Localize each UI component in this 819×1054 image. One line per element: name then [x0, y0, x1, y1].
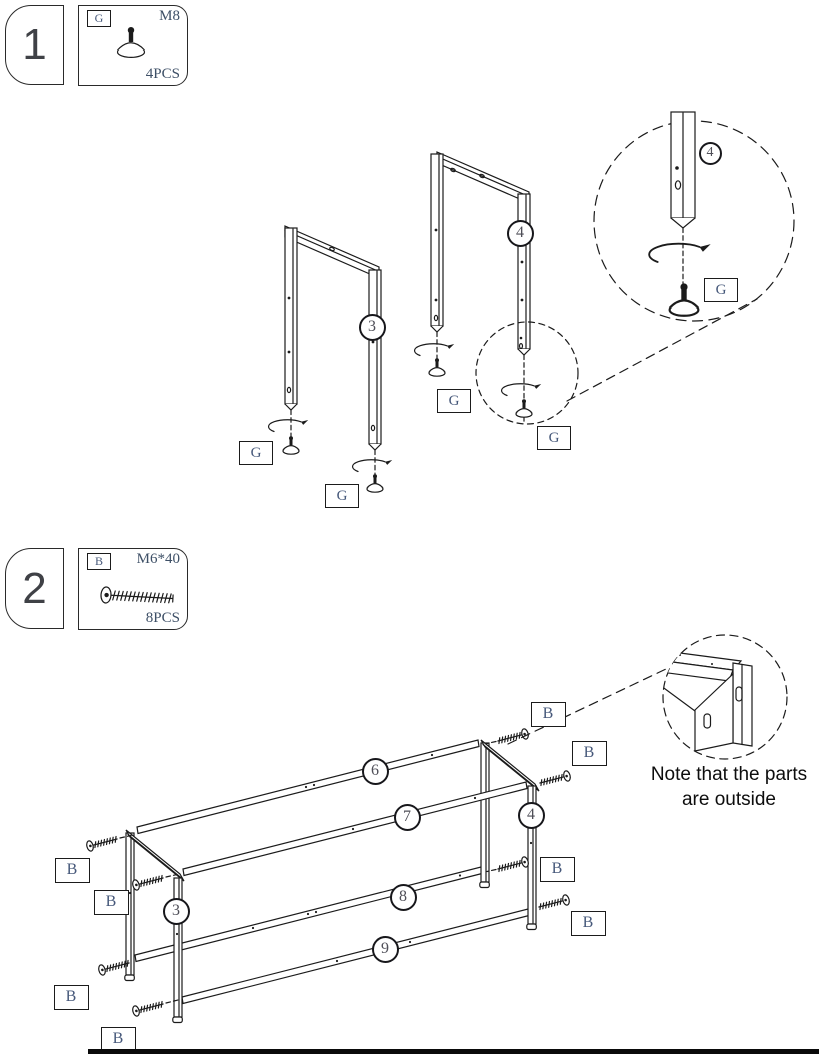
callout-rail-9-label: 9 [381, 940, 389, 957]
screw-label-b-6: B [571, 740, 607, 766]
callout-part-4-detail: 4 [698, 141, 722, 165]
hardware-tag-g: G [87, 10, 111, 27]
hardware-qty-4pcs: 4PCS [145, 66, 180, 82]
screw-label-b-1: B [54, 857, 90, 883]
zoom-source-circle [475, 321, 579, 425]
foot-label-g-1: G [239, 441, 273, 465]
leg-back-right [479, 742, 490, 889]
step-2-parts-box: B M6*40 8PCS [78, 548, 188, 630]
hardware-tag-g-label: G [94, 11, 104, 25]
screw-b-mid-right-1 [495, 855, 530, 875]
frame-assembly [124, 739, 540, 1024]
note-text-line2: are outside [681, 789, 776, 810]
foot-label-g-4: G [537, 426, 571, 450]
callout-part-4-step2-label: 4 [527, 806, 535, 823]
screw-label-b-8: B [570, 910, 606, 936]
callout-rail-6: 6 [361, 757, 389, 785]
hardware-qty-8pcs: 8PCS [145, 610, 180, 626]
foot-label-g-4-text: G [548, 429, 560, 446]
hardware-tag-b-label: B [94, 554, 103, 568]
screw-b-top-right-1 [495, 727, 530, 747]
foot-label-g-3-text: G [448, 392, 460, 409]
frame-part-3 [267, 225, 393, 493]
screw-label-b-8-text: B [582, 914, 594, 931]
screw-label-b-4-text: B [112, 1030, 124, 1047]
screw-label-b-3-text: B [65, 988, 77, 1005]
callout-part-3-step1: 3 [358, 313, 386, 341]
rail-9 [181, 908, 530, 1005]
hardware-tag-b: B [87, 553, 111, 570]
step-1-parts-box: G M8 4PCS [78, 5, 188, 86]
side-bar-left [125, 829, 185, 882]
callout-rail-6-label: 6 [371, 762, 379, 779]
foot-label-g-1-text: G [250, 444, 262, 461]
callout-rail-7-label: 7 [403, 808, 411, 825]
screw-label-b-2: B [93, 889, 129, 915]
callout-rail-9: 9 [371, 935, 399, 963]
page-divider-bar [88, 1049, 819, 1054]
screw-b-top-left-1 [85, 833, 120, 853]
step-1-number: 1 [22, 20, 47, 69]
callout-rail-7: 7 [393, 803, 421, 831]
screw-b-mid-right-2 [536, 893, 571, 913]
callout-part-4-step1: 4 [506, 219, 534, 247]
screw-label-b-7-text: B [551, 860, 563, 877]
screw-label-b-4: B [100, 1026, 136, 1052]
callout-part-3-step2-label: 3 [172, 902, 180, 919]
foot-label-g-detail: G [704, 278, 738, 302]
screw-label-b-6-text: B [583, 744, 595, 761]
foot-label-g-3: G [437, 389, 471, 413]
callout-part-4-step2: 4 [517, 801, 545, 829]
step-2-number-box: 2 [5, 548, 64, 629]
rail-7 [182, 781, 528, 877]
rail-6 [136, 739, 480, 835]
leveling-foot-icon [116, 27, 146, 59]
screw-b-top-right-2 [537, 769, 572, 789]
screw-b-bottom-left-2 [131, 998, 166, 1018]
screw-label-b-5-text: B [542, 705, 554, 722]
hardware-spec-m6x40: M6*40 [136, 551, 180, 567]
screw-label-b-5: B [530, 701, 566, 727]
countersunk-screw-icon [100, 586, 174, 604]
callout-part-4-step1-label: 4 [516, 224, 524, 241]
step-2-number: 2 [22, 563, 47, 613]
callout-rail-8-label: 8 [399, 888, 407, 905]
screw-leader-lines [119, 740, 497, 1004]
foot-label-g-detail-text: G [715, 281, 727, 298]
screw-label-b-1-text: B [66, 861, 78, 878]
foot-label-g-2: G [325, 484, 359, 508]
note-text-line1: Note that the parts [650, 764, 808, 785]
screw-label-b-2-text: B [105, 893, 117, 910]
hardware-spec-m8: M8 [159, 8, 180, 24]
screw-label-b-3: B [53, 984, 89, 1010]
callout-rail-8: 8 [389, 883, 417, 911]
frame-part-4 [413, 151, 542, 423]
callout-part-3-step2: 3 [162, 897, 190, 925]
side-bar-right [480, 739, 540, 792]
detail-circle-step2 [662, 634, 788, 760]
step-1-number-box: 1 [5, 5, 64, 85]
leg-front-left [172, 877, 183, 1024]
callout-part-4-detail-label: 4 [706, 145, 714, 160]
callout-part-3-step1-label: 3 [368, 318, 376, 335]
note-text: Note that the parts are outside [634, 762, 819, 812]
foot-label-g-2-text: G [336, 487, 348, 504]
screw-label-b-7: B [539, 856, 575, 882]
corner-detail-art [663, 648, 753, 752]
screw-b-top-left-2 [131, 872, 166, 892]
detail-leg-art [648, 111, 712, 317]
